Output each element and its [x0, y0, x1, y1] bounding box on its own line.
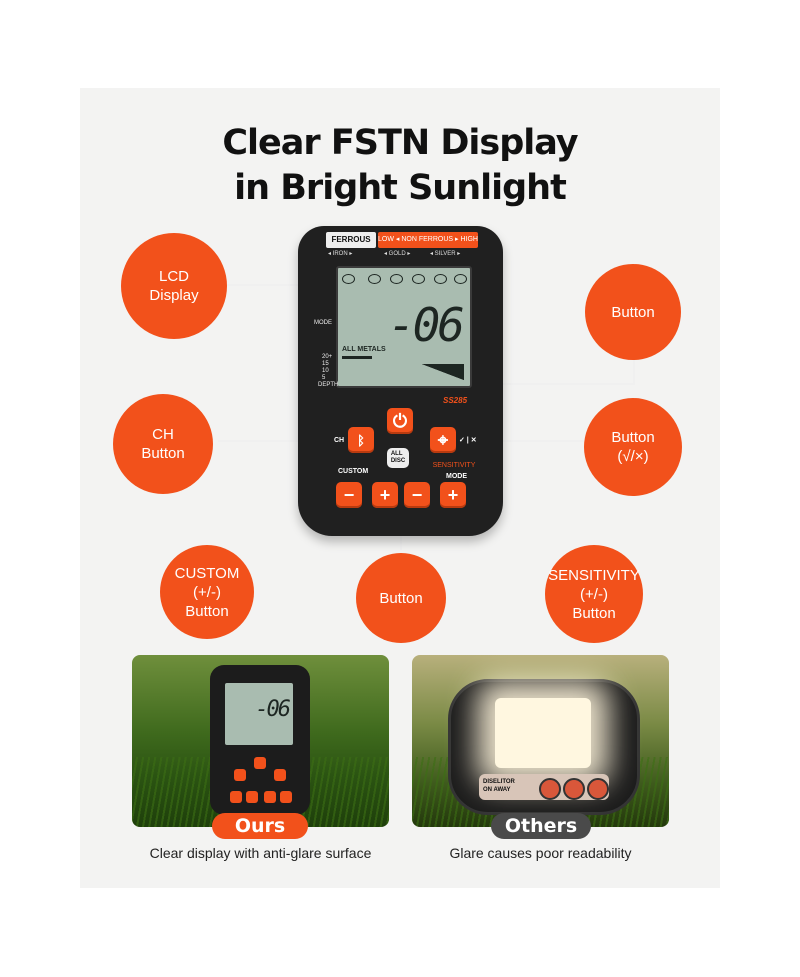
callout-ch-button: CH Button	[113, 394, 213, 494]
callout-button-bottom: Button	[356, 553, 446, 643]
others-photo: DISELITOR ON AWAY	[412, 655, 669, 827]
connector-line	[455, 440, 585, 442]
mini-button	[230, 791, 242, 803]
sensitivity-minus-button[interactable]: −	[404, 482, 430, 508]
mode-side-label: MODE	[314, 320, 332, 326]
all-metals-label: ALL METALS	[342, 346, 386, 353]
coin-icon	[454, 274, 467, 284]
sensitivity-label: SENSITIVITY	[432, 462, 476, 469]
model-label: SS285	[443, 396, 468, 405]
connector-line	[405, 383, 635, 385]
mini-lcd-screen: -06	[225, 683, 293, 745]
others-round-button	[563, 778, 585, 800]
others-bolt-button	[539, 778, 561, 800]
mini-button	[264, 791, 276, 803]
others-device: DISELITOR ON AWAY	[448, 679, 640, 815]
coin-icon	[412, 274, 425, 284]
mini-button	[280, 791, 292, 803]
headline-line-2: in Bright Sunlight	[234, 168, 567, 208]
silver-label: ◂ SILVER ▸	[430, 251, 461, 257]
ours-mini-device: -06	[210, 665, 310, 815]
custom-minus-button[interactable]: −	[336, 482, 362, 508]
power-button[interactable]: ⏻	[387, 408, 413, 434]
power-icon: ⏻	[392, 410, 408, 431]
iron-label: ◂ IRON ▸	[328, 251, 353, 257]
ferrous-label: FERROUS	[326, 232, 376, 248]
others-control-strip: DISELITOR ON AWAY	[479, 774, 609, 800]
others-caption: Glare causes poor readability	[449, 845, 632, 861]
non-ferrous-label: LOW ◂ NON FERROUS ▸ HIGH	[378, 232, 478, 248]
plus-icon: +	[379, 484, 391, 505]
minus-icon: −	[411, 484, 423, 505]
ch-label: CH	[334, 437, 345, 444]
gold-label: ◂ GOLD ▸	[384, 251, 411, 257]
headline-line-1: Clear FSTN Display	[222, 123, 578, 163]
mini-lcd-reading: -06	[255, 697, 291, 722]
others-power-button	[587, 778, 609, 800]
lcd-screen: -06 ALL METALS	[336, 266, 472, 388]
plus-icon: +	[447, 484, 459, 505]
crosshair-icon: ⌖	[437, 429, 449, 450]
coin-icon	[390, 274, 403, 284]
others-device-text: DISELITOR ON AWAY	[483, 779, 515, 793]
signal-bars-icon	[422, 364, 464, 380]
target-icon	[342, 274, 355, 284]
callout-custom-button: CUSTOM (+/-) Button	[160, 545, 254, 639]
check-cross-label: ✓ | ✕	[459, 437, 477, 444]
others-badge: Others	[491, 813, 591, 839]
metal-detector-device: FERROUS LOW ◂ NON FERROUS ▸ HIGH ◂ IRON …	[298, 226, 503, 536]
mode-label: MODE	[446, 473, 467, 480]
mini-button	[234, 769, 246, 781]
mini-button	[246, 791, 258, 803]
pinpoint-button[interactable]: ⌖	[430, 427, 456, 453]
depth-label: DEPTH	[318, 382, 339, 388]
bluetooth-icon: ᛒ	[357, 432, 365, 448]
bluetooth-button[interactable]: ᛒ	[348, 427, 374, 453]
connector-line	[218, 440, 346, 442]
callout-button-top: Button	[585, 264, 681, 360]
all-metals-bar	[342, 356, 372, 359]
coin-icon	[368, 274, 381, 284]
sensitivity-plus-button[interactable]: +	[440, 482, 466, 508]
custom-label: CUSTOM	[338, 468, 369, 475]
callout-sensitivity-button: SENSITIVITY (+/-) Button	[545, 545, 643, 643]
lcd-reading: -06	[387, 298, 465, 352]
callout-lcd-display: LCD Display	[121, 233, 227, 339]
mini-power-button	[254, 757, 266, 769]
ours-photo: -06	[132, 655, 389, 827]
custom-plus-button[interactable]: +	[372, 482, 398, 508]
glare-screen	[495, 698, 591, 768]
connector-line	[195, 284, 345, 286]
depth-values: 20+ 15 10 5	[322, 354, 333, 381]
connector-line	[633, 355, 635, 385]
minus-icon: −	[343, 484, 355, 505]
coin-icon	[434, 274, 447, 284]
callout-check-cross-button: Button (√/×)	[584, 398, 682, 496]
ours-caption: Clear display with anti-glare surface	[149, 845, 372, 861]
mini-button	[274, 769, 286, 781]
all-disc-button[interactable]: ALL DISC	[387, 448, 409, 468]
ours-badge: Ours	[212, 813, 308, 839]
